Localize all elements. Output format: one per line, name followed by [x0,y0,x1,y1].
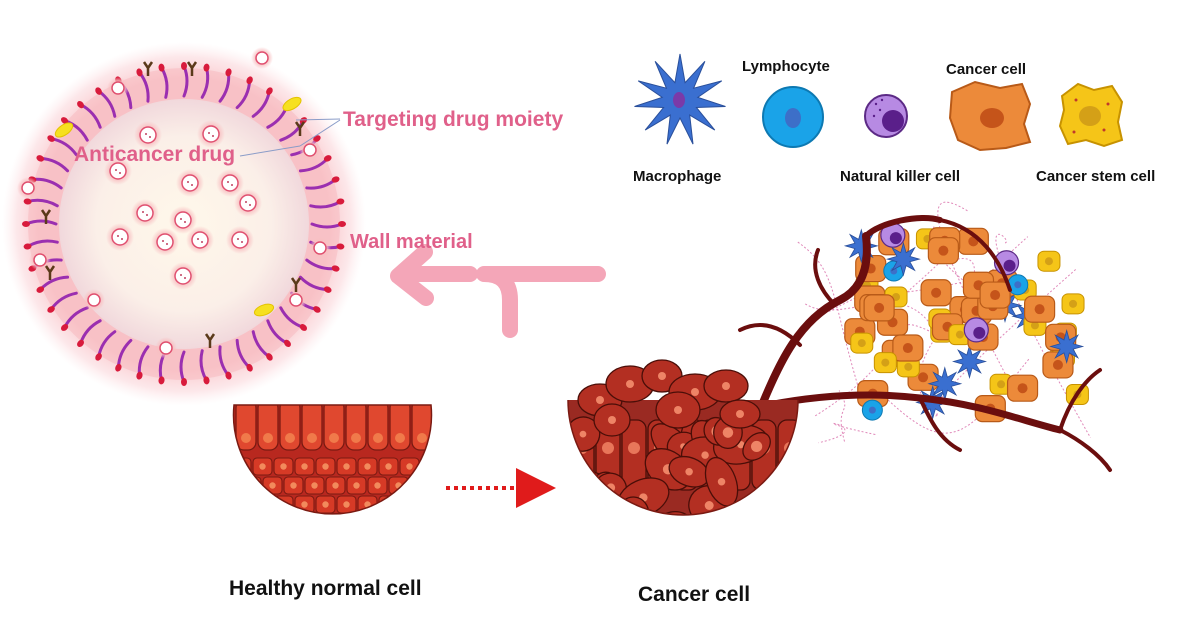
legend-cancer-cell: Cancer cell [946,61,1027,78]
blood-vessels [738,215,1112,472]
wall-material-shell [17,47,346,386]
anticancer-drug-label: Anticancer drug [74,143,236,166]
anticancer-drug-particles [104,120,262,290]
healthy-cell-caption: Healthy normal cell [229,577,422,600]
tumor-microenvironment [738,201,1112,472]
legend-icons [634,53,1124,152]
targeting-moiety-label: Targeting drug moiety [343,108,564,131]
targeting-moiety-markers [54,96,302,317]
healthy-tissue [233,405,432,514]
cancer-cell-caption: Cancer cell [638,583,751,606]
legend-lymphocyte: Lymphocyte [742,58,830,75]
curved-arrow [390,244,606,338]
legend-cancer-stem-cell: Cancer stem cell [1036,168,1156,185]
legend-macrophage: Macrophage [633,168,722,185]
cancer-stem-cell-icon [1058,82,1124,148]
cancer-cell-icon [948,80,1032,152]
lymphocyte-icon [762,86,824,148]
natural-killer-cell-icon [864,94,908,138]
nanocarrier [2,42,366,406]
wall-material-label: Wall material [350,231,473,253]
tumor-cell-cluster [843,222,1089,423]
legend-natural-killer-cell: Natural killer cell [840,168,961,185]
